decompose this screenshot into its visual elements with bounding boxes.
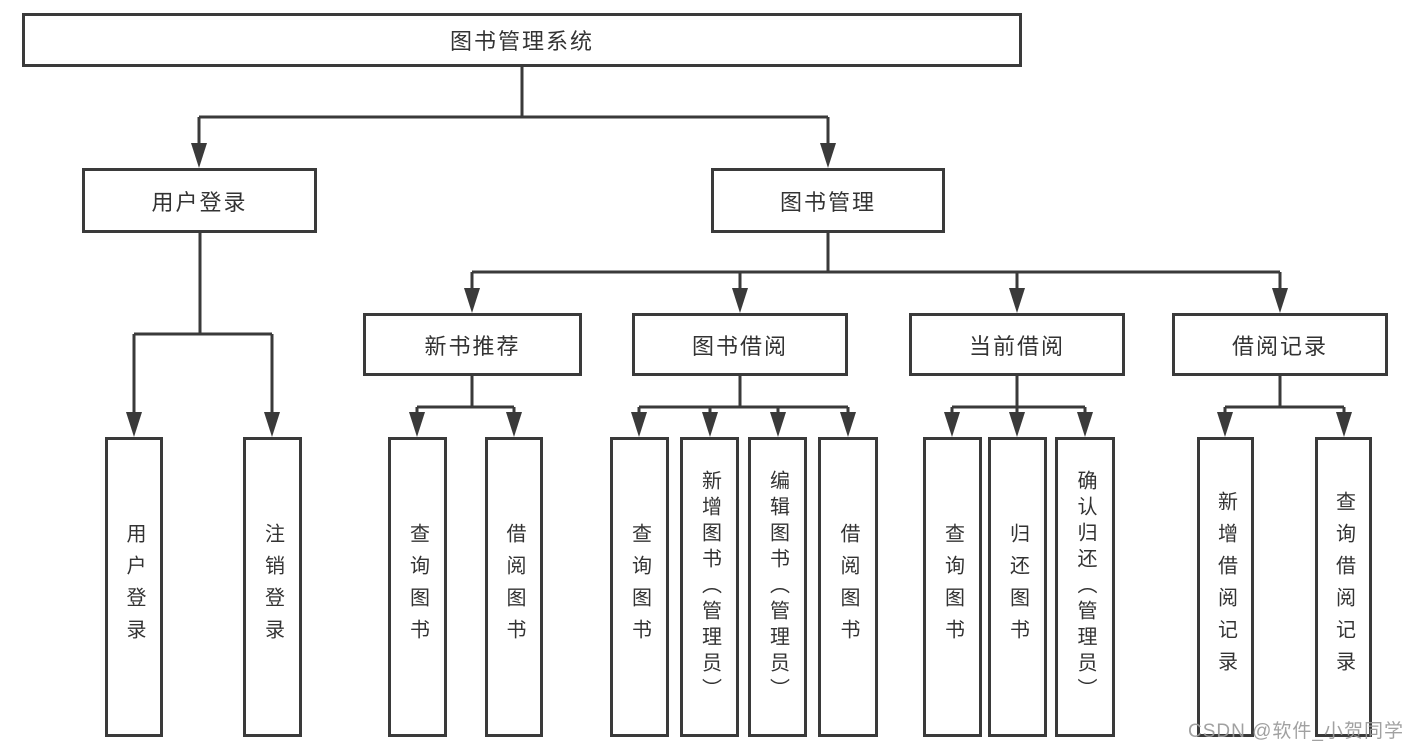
connector-root-to-level2 bbox=[199, 67, 828, 119]
leaf-recommend-borrow-book-label: 借阅图书 bbox=[503, 523, 525, 651]
node-library-system-label: 图书管理系统 bbox=[449, 29, 594, 54]
leaf-logout-label: 注销登录 bbox=[261, 523, 284, 651]
leaf-add-borrow-record-label: 新增借阅记录 bbox=[1214, 491, 1237, 683]
arrowhead-icon bbox=[770, 412, 786, 437]
csdn-watermark: CSDN @软件_小贺同学 bbox=[1188, 721, 1404, 742]
leaf-confirm-return-admin: 确认归还（管理员） bbox=[1055, 437, 1115, 737]
arrowhead-icon bbox=[944, 412, 960, 437]
connector-user-login-children bbox=[134, 233, 272, 336]
arrowhead-icon bbox=[732, 288, 748, 313]
leaf-query-borrow-record: 查询借阅记录 bbox=[1315, 437, 1372, 737]
leaf-current-query-book: 查询图书 bbox=[923, 437, 982, 737]
leaf-recommend-borrow-book: 借阅图书 bbox=[485, 437, 543, 737]
leaf-current-query-book-label: 查询图书 bbox=[941, 523, 964, 651]
leaf-add-book-admin: 新增图书（管理员） bbox=[680, 437, 739, 737]
arrowhead-icon bbox=[191, 143, 207, 168]
arrowhead-icon bbox=[631, 412, 647, 437]
arrowhead-icon bbox=[264, 412, 280, 437]
arrowhead-icon bbox=[702, 412, 718, 437]
leaf-borrow-query-book: 查询图书 bbox=[610, 437, 669, 737]
arrowhead-icon bbox=[409, 412, 425, 437]
leaf-return-book: 归还图书 bbox=[988, 437, 1047, 737]
leaf-borrow-book: 借阅图书 bbox=[818, 437, 878, 737]
connector-book-borrow-children bbox=[639, 376, 848, 409]
leaf-edit-book-admin: 编辑图书（管理员） bbox=[748, 437, 807, 737]
arrowhead-icon bbox=[1336, 412, 1352, 437]
arrowhead-icon bbox=[464, 288, 480, 313]
leaf-user-login: 用户登录 bbox=[105, 437, 163, 737]
arrowhead-icon bbox=[1077, 412, 1093, 437]
node-book-borrow-label: 图书借阅 bbox=[691, 333, 788, 359]
leaf-return-book-label: 归还图书 bbox=[1006, 523, 1029, 651]
node-borrow-record-label: 借阅记录 bbox=[1231, 333, 1328, 359]
arrowhead-icon bbox=[126, 412, 142, 437]
arrowhead-icon bbox=[820, 143, 836, 168]
arrowhead-icon bbox=[1272, 288, 1288, 313]
leaf-recommend-query-book-label: 查询图书 bbox=[406, 523, 429, 651]
node-borrow-record: 借阅记录 bbox=[1172, 313, 1388, 376]
node-current-borrow-label: 当前借阅 bbox=[968, 333, 1065, 359]
node-current-borrow: 当前借阅 bbox=[909, 313, 1125, 376]
leaf-query-borrow-record-label: 查询借阅记录 bbox=[1332, 491, 1355, 683]
connector-book-management-children bbox=[472, 233, 1280, 274]
leaf-recommend-query-book: 查询图书 bbox=[388, 437, 447, 737]
leaf-borrow-book-label: 借阅图书 bbox=[837, 523, 859, 651]
arrowhead-icon bbox=[840, 412, 856, 437]
arrowhead-icon bbox=[506, 412, 522, 437]
arrowhead-icon bbox=[1217, 412, 1233, 437]
connector-borrow-record-children bbox=[1225, 376, 1344, 409]
leaf-logout: 注销登录 bbox=[243, 437, 302, 737]
leaf-edit-book-admin-label: 编辑图书（管理员） bbox=[766, 470, 789, 704]
node-book-management-label: 图书管理 bbox=[779, 189, 876, 215]
connector-new-book-children bbox=[417, 376, 514, 409]
node-book-management: 图书管理 bbox=[711, 168, 945, 233]
connector-current-borrow-children bbox=[952, 376, 1085, 409]
arrowhead-icon bbox=[1009, 288, 1025, 313]
leaf-add-borrow-record: 新增借阅记录 bbox=[1197, 437, 1254, 737]
arrowhead-icon bbox=[1009, 412, 1025, 437]
node-user-login-label: 用户登录 bbox=[151, 189, 248, 215]
node-new-book-recommend: 新书推荐 bbox=[363, 313, 582, 376]
leaf-confirm-return-admin-label: 确认归还（管理员） bbox=[1074, 470, 1096, 704]
arrowheads-group bbox=[126, 117, 1352, 437]
node-library-system: 图书管理系统 bbox=[22, 13, 1022, 67]
node-new-book-recommend-label: 新书推荐 bbox=[424, 333, 521, 359]
leaf-user-login-label: 用户登录 bbox=[123, 523, 145, 651]
leaf-borrow-query-book-label: 查询图书 bbox=[628, 523, 651, 651]
node-user-login: 用户登录 bbox=[82, 168, 317, 233]
node-book-borrow: 图书借阅 bbox=[632, 313, 848, 376]
leaf-add-book-admin-label: 新增图书（管理员） bbox=[698, 470, 721, 704]
